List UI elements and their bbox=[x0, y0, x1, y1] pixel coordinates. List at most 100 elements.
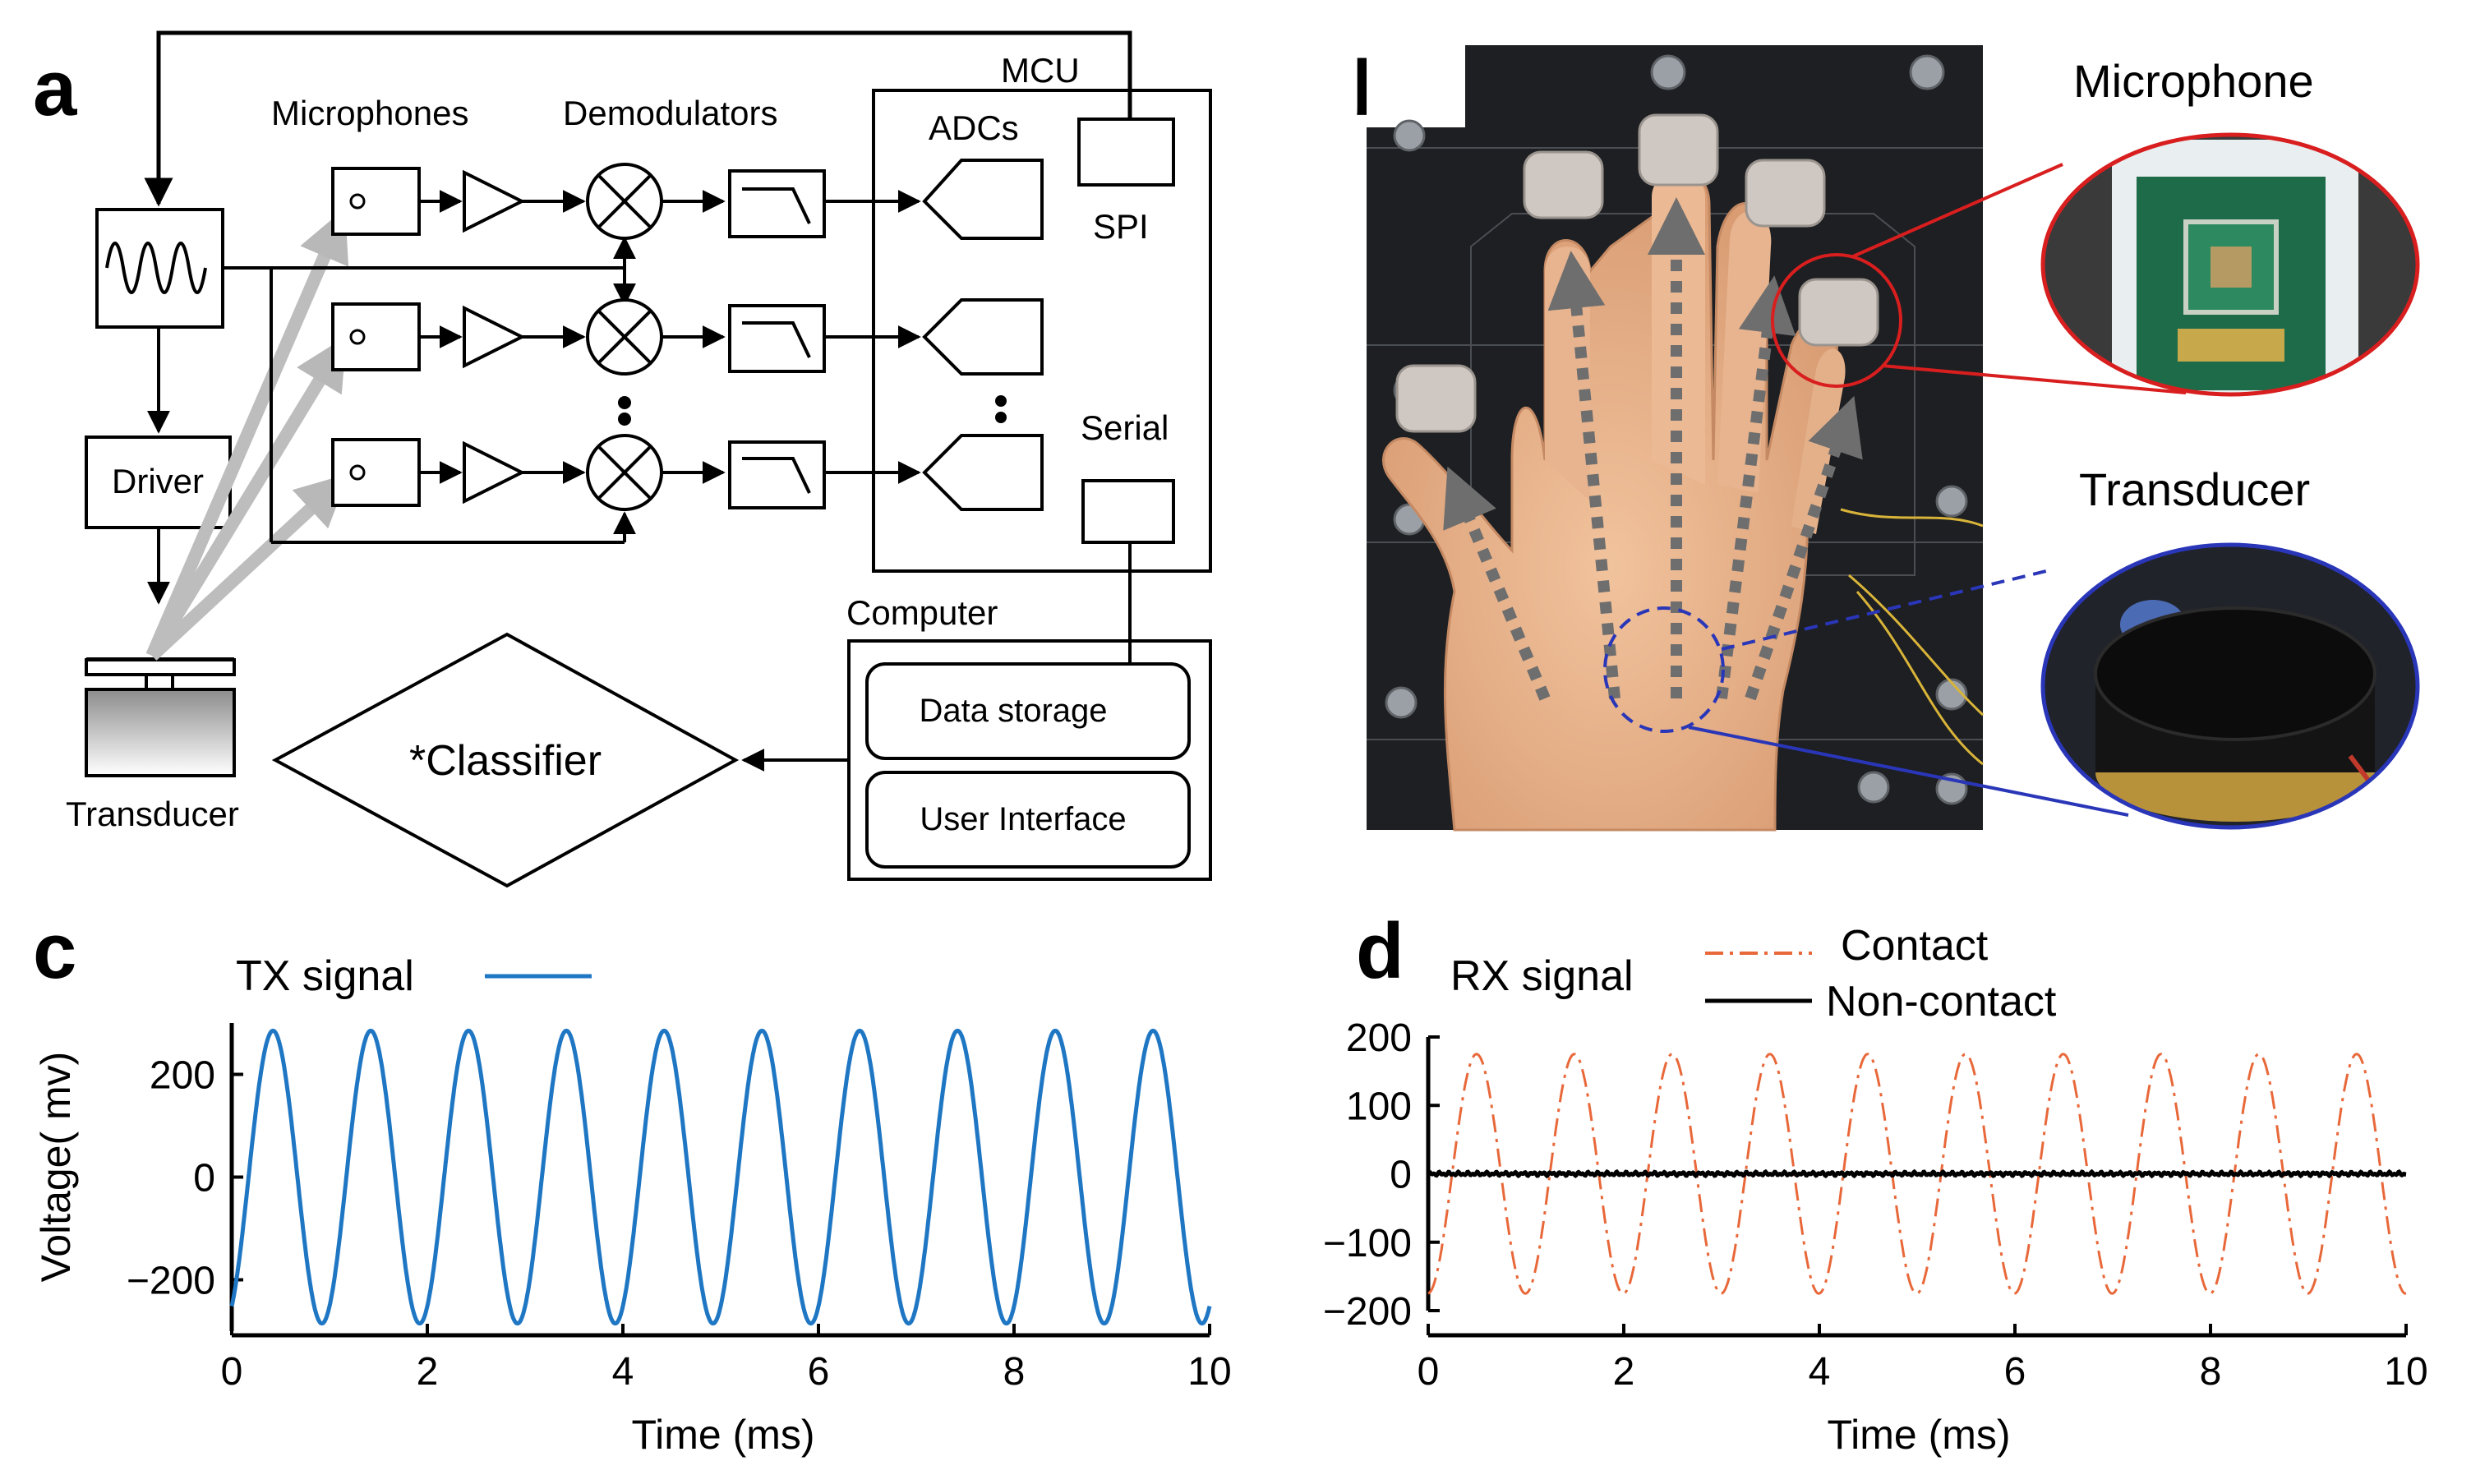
panel-letter-c: c bbox=[33, 907, 76, 995]
y-tick-label: 0 bbox=[193, 1157, 215, 1201]
mcu-box bbox=[872, 89, 1212, 573]
chart-d-plot: 0 2 4 6 8 10 200 100 0 −100 −200 bbox=[1323, 1016, 2428, 1394]
chart-d-xlabel: Time (ms) bbox=[1827, 1412, 2010, 1458]
serial-label: Serial bbox=[1081, 408, 1169, 447]
legend-label-contact: Contact bbox=[1841, 922, 1989, 970]
sine-wave-icon bbox=[105, 242, 207, 294]
path-arrows bbox=[1443, 197, 1863, 701]
x-tick-label: 0 bbox=[1418, 1350, 1440, 1394]
channel-row-2 bbox=[331, 298, 1044, 376]
x-tick-label: 6 bbox=[808, 1350, 830, 1394]
transducer-neck bbox=[145, 673, 174, 691]
y-tick-label: 200 bbox=[150, 1054, 215, 1098]
microphone-box bbox=[331, 302, 421, 371]
y-tick-label: −100 bbox=[1323, 1222, 1412, 1265]
channel-row-3 bbox=[331, 434, 1044, 511]
panel-letter-d: d bbox=[1356, 907, 1404, 995]
x-tick-label: 10 bbox=[2384, 1350, 2427, 1394]
x-tick-label: 6 bbox=[2004, 1350, 2026, 1394]
x-tick-label: 4 bbox=[612, 1350, 634, 1394]
microphone-box bbox=[331, 167, 421, 236]
amplifier-icon bbox=[463, 305, 526, 369]
sensor-caps bbox=[1395, 113, 1879, 433]
transducer-location bbox=[1603, 606, 1725, 733]
microphone-inset-photo bbox=[2043, 135, 2418, 394]
chart-d-title: RX signal bbox=[1450, 952, 1634, 1000]
driver-box bbox=[85, 436, 232, 529]
data-storage-label: Data storage bbox=[919, 693, 1107, 729]
microphone-inset-ring bbox=[2040, 132, 2420, 397]
adcs-label: ADCs bbox=[929, 108, 1019, 147]
acoustic-path-2 bbox=[146, 336, 347, 660]
transducer-top bbox=[85, 658, 236, 676]
microphone-icon bbox=[349, 193, 366, 210]
data-storage-box bbox=[865, 662, 1191, 760]
x-tick-label: 8 bbox=[1003, 1350, 1026, 1394]
series-line-contact bbox=[1427, 1053, 2407, 1295]
amplifier-icon bbox=[463, 440, 526, 505]
ellipsis-dot bbox=[618, 396, 631, 409]
user-interface-label: User Interface bbox=[920, 801, 1126, 837]
y-tick-label: 0 bbox=[1390, 1154, 1412, 1197]
spi-label: SPI bbox=[1093, 207, 1149, 246]
demodulators-label: Demodulators bbox=[563, 94, 777, 132]
chart-c-xlabel: Time (ms) bbox=[631, 1412, 814, 1458]
legend-label-non-contact: Non-contact bbox=[1826, 978, 2057, 1025]
y-tick-label: −200 bbox=[127, 1260, 215, 1303]
microphones-label: Microphones bbox=[271, 94, 468, 132]
panel-d: d RX signal Contact Non-contact 0 2 4 6 8 10 2… bbox=[1323, 907, 2428, 1458]
user-interface-box bbox=[865, 771, 1191, 869]
x-tick-label: 0 bbox=[221, 1350, 243, 1394]
spi-feedback-line bbox=[144, 30, 1132, 207]
lowpass-filter-box bbox=[728, 440, 826, 509]
ellipsis-dot bbox=[995, 412, 1007, 423]
adc-icon bbox=[922, 159, 1044, 240]
computer-label: Computer bbox=[846, 593, 998, 632]
x-tick-label: 2 bbox=[1613, 1350, 1635, 1394]
microphone-box bbox=[331, 438, 421, 507]
channel-row-1 bbox=[331, 159, 1044, 240]
transducer-body bbox=[85, 688, 236, 777]
driver-label: Driver bbox=[112, 462, 204, 500]
chart-c-legend-label: TX signal bbox=[236, 952, 414, 1000]
lowpass-filter-icon bbox=[742, 321, 811, 358]
y-tick-label: 200 bbox=[1346, 1016, 1412, 1060]
panel-letter-a: a bbox=[33, 44, 77, 132]
classifier-diamond bbox=[271, 632, 740, 888]
panel-a: a Driver Transducer Microphones Demodula… bbox=[33, 30, 1212, 888]
x-tick-label: 10 bbox=[1187, 1350, 1231, 1394]
transducer-inset-photo bbox=[2043, 545, 2418, 827]
series-line-tx-signal bbox=[229, 1028, 1212, 1326]
acoustic-path-3 bbox=[147, 473, 349, 661]
serial-box bbox=[1081, 479, 1175, 544]
microphone-inset-label: Microphone bbox=[2073, 55, 2314, 107]
y-tick-label: 100 bbox=[1346, 1085, 1412, 1128]
lowpass-filter-box bbox=[728, 169, 826, 238]
microphone-location bbox=[1771, 253, 1902, 388]
x-tick-label: 8 bbox=[2200, 1350, 2222, 1394]
transducer-inset-ring bbox=[2040, 542, 2420, 830]
lowpass-filter-icon bbox=[742, 187, 811, 224]
lowpass-filter-box bbox=[728, 304, 826, 373]
microphone-icon bbox=[349, 329, 366, 345]
x-tick-label: 4 bbox=[1809, 1350, 1831, 1394]
adc-icon bbox=[922, 298, 1044, 376]
amplifier-icon bbox=[463, 169, 526, 233]
adc-icon bbox=[922, 434, 1044, 511]
ellipsis-dot bbox=[995, 395, 1007, 407]
wires bbox=[1840, 508, 1985, 766]
transducer-inset-label: Transducer bbox=[2079, 463, 2310, 515]
series-line-non-contact bbox=[1426, 1168, 2407, 1179]
classifier-label: *Classifier bbox=[409, 737, 602, 785]
transducer-label: Transducer bbox=[66, 795, 239, 833]
lowpass-filter-icon bbox=[742, 457, 811, 494]
y-tick-label: −200 bbox=[1323, 1290, 1412, 1334]
spi-box bbox=[1077, 118, 1175, 187]
chart-c-ylabel: Voltage( mv) bbox=[33, 1052, 79, 1283]
mcu-label: MCU bbox=[1001, 51, 1080, 90]
acoustic-path-1 bbox=[145, 208, 349, 659]
panel-b: b bbox=[1352, 44, 2420, 832]
